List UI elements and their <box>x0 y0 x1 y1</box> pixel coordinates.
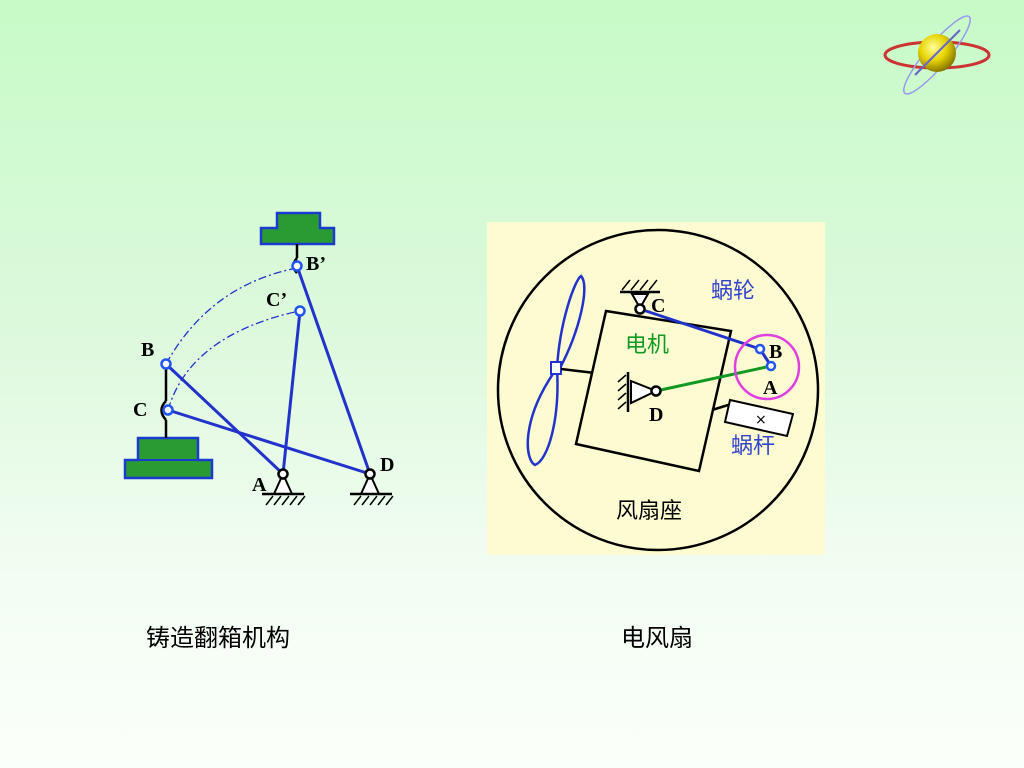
fan-joint-d <box>650 385 662 397</box>
joint-a <box>277 468 289 480</box>
joint-b <box>160 358 172 370</box>
fan-mechanism: × C B <box>487 222 825 555</box>
label-motor: 电机 <box>625 333 669 358</box>
fan-joint-b <box>754 343 766 355</box>
label-c: C <box>133 399 147 421</box>
worm-gear-circle <box>733 333 801 401</box>
label-c-prime: C’ <box>266 289 287 311</box>
fan-label-c: C <box>651 295 665 317</box>
label-d: D <box>380 454 394 476</box>
ground-support-d-fan <box>617 372 659 412</box>
label-worm-gear: 蜗轮 <box>711 279 755 304</box>
globe-orbit-icon <box>883 15 991 95</box>
label-b: B <box>141 339 154 361</box>
joint-c <box>162 404 174 416</box>
label-b-prime: B’ <box>306 253 326 275</box>
flipped-box-top <box>259 211 336 274</box>
fan-propeller <box>526 274 596 467</box>
fan-base-circle <box>496 228 820 552</box>
fan-label-a: A <box>763 377 778 399</box>
joint-c-prime <box>294 305 306 317</box>
label-worm: 蜗杆 <box>731 434 775 459</box>
caption-casting-flip: 铸造翻箱机构 <box>146 624 290 652</box>
fan-joint-a <box>765 360 777 372</box>
casting-flip-mechanism: B’ C’ B C A D <box>123 211 394 506</box>
box-bottom <box>123 365 214 480</box>
caption-electric-fan: 电风扇 <box>621 624 693 652</box>
ground-support-d <box>350 471 394 506</box>
fan-label-d: D <box>649 404 663 426</box>
label-a: A <box>252 474 267 496</box>
ground-support-c <box>620 279 660 311</box>
svg-text:×: × <box>755 412 767 428</box>
fan-joint-c <box>634 303 646 315</box>
label-fan-base: 风扇座 <box>616 499 682 524</box>
joint-b-prime <box>291 260 303 272</box>
fan-label-b: B <box>769 341 782 363</box>
ground-support-a <box>262 471 306 506</box>
worm-box <box>723 398 795 438</box>
joint-d <box>364 468 376 480</box>
